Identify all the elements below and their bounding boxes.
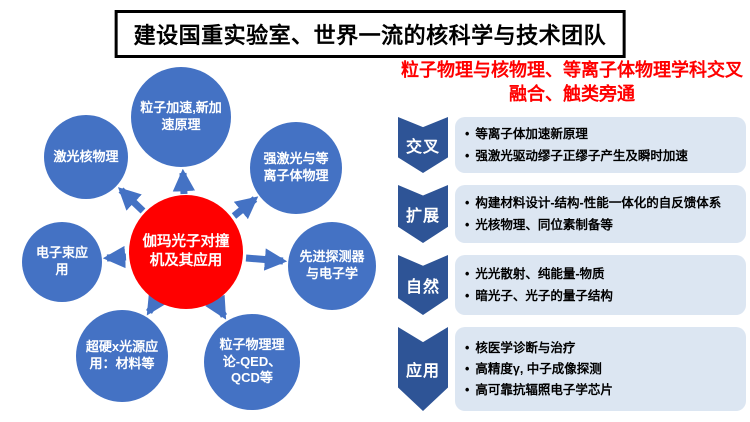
section-box: • 构建材料设计-结构-性能一体化的自反馈体系 • 光核物理、同位素制备等 <box>455 185 746 243</box>
diagram-node-detector-electronics: 先进探测器与电子学 <box>288 222 376 310</box>
diagram-node-laser-nuclear: 激光核物理 <box>44 115 128 199</box>
node-label: 先进探测器与电子学 <box>299 249 365 281</box>
diagram-node-particle-theory: 粒子物理理论-QED、QCD等 <box>204 314 300 410</box>
bullet-icon: • <box>465 340 470 355</box>
bullet-text: 光核物理、同位素制备等 <box>475 217 613 232</box>
chevron-down-icon: 交叉 <box>398 117 448 173</box>
bullet-item: • 暗光子、光子的量子结构 <box>465 287 736 305</box>
arrow-up-left <box>117 187 146 214</box>
section-heading: 粒子物理与核物理、等离子体物理学科交叉融合、触类旁通 <box>401 60 743 105</box>
bullet-text: 强激光驱动缪子正缪子产生及瞬时加速 <box>475 148 688 163</box>
diagram-node-xray-source: 超硬x光源应用：材料等 <box>76 310 168 402</box>
bullet-text: 高可靠抗辐照电子学芯片 <box>475 383 613 398</box>
bullet-icon: • <box>465 148 470 163</box>
page-title-text: 建设国重实验室、世界一流的核科学与技术团队 <box>133 23 607 48</box>
bullet-item: • 构建材料设计-结构-性能一体化的自反馈体系 <box>465 194 736 212</box>
bullet-icon: • <box>465 127 470 142</box>
bullet-text: 等离子体加速新原理 <box>475 127 588 142</box>
radial-diagram: 粒子加速,新加速原理 强激光与等离子体物理 激光核物理 电子束应用 先进探测器与… <box>22 67 376 410</box>
section-row-cross: 交叉 • 等离子体加速新原理 • 强激光驱动缪子正缪子产生及瞬时加速 <box>398 117 746 173</box>
diagram-node-electron-beam: 电子束应用 <box>22 222 102 302</box>
node-label: 激光核物理 <box>53 148 119 164</box>
node-label: 粒子加速,新加速原理 <box>140 100 222 132</box>
node-label: 超硬x光源应用：材料等 <box>85 339 159 371</box>
arrow-right <box>245 248 288 271</box>
bullet-item: • 高精度γ, 中子成像探测 <box>465 360 736 378</box>
bullet-item: • 强激光驱动缪子正缪子产生及瞬时加速 <box>465 147 736 165</box>
bullet-item: • 等离子体加速新原理 <box>465 125 736 143</box>
arrow-up-right <box>231 196 259 220</box>
section-label: 应用 <box>405 363 440 380</box>
section-row-expand: 扩展 • 构建材料设计-结构-性能一体化的自反馈体系 • 光核物理、同位素制备等 <box>398 185 746 243</box>
node-label: 粒子物理理论-QED、QCD等 <box>219 337 285 386</box>
bullet-item: • 高可靠抗辐照电子学芯片 <box>465 381 736 399</box>
bullet-icon: • <box>465 217 470 232</box>
section-list: 交叉 • 等离子体加速新原理 • 强激光驱动缪子正缪子产生及瞬时加速 扩展 • <box>398 117 746 411</box>
bullet-icon: • <box>465 267 470 282</box>
bullet-icon: • <box>465 361 470 376</box>
chevron-down-icon: 扩展 <box>398 185 448 243</box>
bullet-item: • 光核物理、同位素制备等 <box>465 216 736 234</box>
bullet-icon: • <box>465 383 470 398</box>
bullet-text: 核医学诊断与治疗 <box>475 340 576 355</box>
section-box: • 核医学诊断与治疗 • 高精度γ, 中子成像探测 • 高可靠抗辐照电子学芯片 <box>455 327 746 411</box>
chevron-down-icon: 应用 <box>398 327 448 411</box>
bullet-icon: • <box>465 288 470 303</box>
section-row-application: 应用 • 核医学诊断与治疗 • 高精度γ, 中子成像探测 • 高可靠抗辐照电子学… <box>398 327 746 411</box>
bullet-icon: • <box>465 196 470 211</box>
chevron-down-icon: 自然 <box>398 255 448 315</box>
page-title: 建设国重实验室、世界一流的核科学与技术团队 <box>114 10 626 58</box>
diagram-node-particle-acceleration: 粒子加速,新加速原理 <box>131 67 231 167</box>
bullet-text: 构建材料设计-结构-性能一体化的自反馈体系 <box>475 196 722 211</box>
center-node-label: 伽玛光子对撞机及其应用 <box>142 234 230 269</box>
section-label: 交叉 <box>405 139 440 156</box>
section-row-nature: 自然 • 光光散射、纯能量-物质 • 暗光子、光子的量子结构 <box>398 255 746 315</box>
bullet-item: • 核医学诊断与治疗 <box>465 339 736 357</box>
bullet-item: • 光光散射、纯能量-物质 <box>465 265 736 283</box>
diagram-node-laser-plasma: 强激光与等离子体物理 <box>250 122 342 214</box>
section-label: 扩展 <box>405 208 440 225</box>
bullet-text: 高精度γ, 中子成像探测 <box>475 361 602 376</box>
section-box: • 光光散射、纯能量-物质 • 暗光子、光子的量子结构 <box>455 255 746 315</box>
section-label: 自然 <box>405 279 440 296</box>
diagram-center-node: 伽玛光子对撞机及其应用 <box>129 195 243 309</box>
arrow-up <box>172 168 196 195</box>
section-box: • 等离子体加速新原理 • 强激光驱动缪子正缪子产生及瞬时加速 <box>455 117 746 173</box>
bullet-text: 光光散射、纯能量-物质 <box>475 267 605 282</box>
bullet-text: 暗光子、光子的量子结构 <box>475 288 613 303</box>
node-label: 电子束应用 <box>35 245 88 277</box>
arrow-left <box>102 245 127 269</box>
node-label: 强激光与等离子体物理 <box>263 151 329 183</box>
